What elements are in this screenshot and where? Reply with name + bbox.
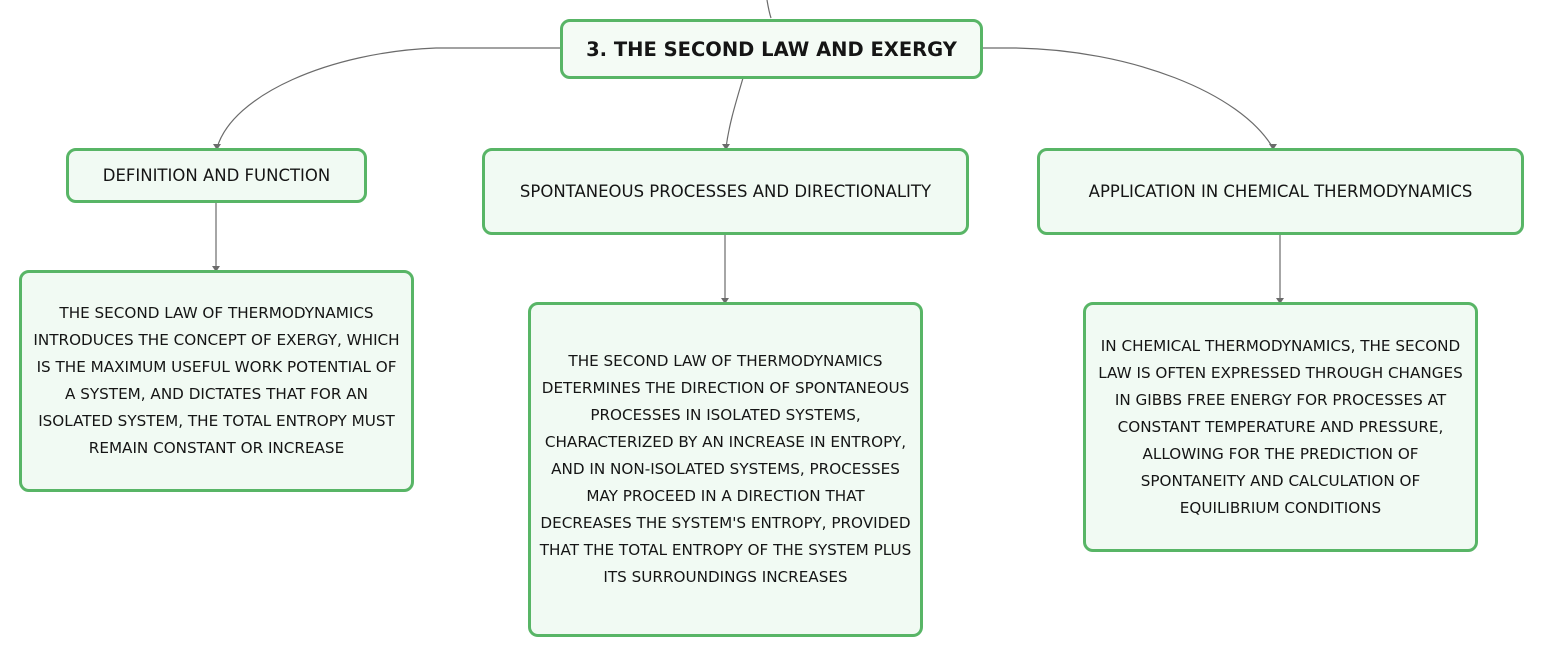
detail-node-definition[interactable]: THE SECOND LAW OF THERMODYNAMICS INTRODU… — [19, 270, 414, 492]
branch-node-definition[interactable]: DEFINITION AND FUNCTION — [66, 148, 367, 203]
connector-parent-to-root — [766, 0, 772, 19]
arrowhead-definition — [213, 144, 221, 150]
branch-label-spontaneous: SPONTANEOUS PROCESSES AND DIRECTIONALITY — [519, 182, 932, 201]
arrowhead-spontaneous — [722, 144, 730, 150]
connector-root-to-spontaneous — [725, 77, 744, 149]
detail-text-definition: THE SECOND LAW OF THERMODYNAMICS INTRODU… — [33, 304, 400, 457]
branch-node-spontaneous[interactable]: SPONTANEOUS PROCESSES AND DIRECTIONALITY — [482, 148, 969, 235]
arrowhead-spontaneous-detail — [721, 298, 729, 304]
branch-label-definition: DEFINITION AND FUNCTION — [102, 166, 331, 185]
detail-node-application[interactable]: IN CHEMICAL THERMODYNAMICS, THE SECOND L… — [1083, 302, 1478, 552]
detail-text-spontaneous: THE SECOND LAW OF THERMODYNAMICS DETERMI… — [539, 352, 912, 586]
detail-node-spontaneous[interactable]: THE SECOND LAW OF THERMODYNAMICS DETERMI… — [528, 302, 923, 637]
arrowhead-application-detail — [1276, 298, 1284, 304]
arrowhead-application — [1269, 144, 1277, 150]
connector-root-to-application — [982, 47, 1274, 149]
connector-root-to-definition — [216, 47, 561, 149]
root-topic-node[interactable]: 3. THE SECOND LAW AND EXERGY — [560, 19, 983, 79]
root-topic-label: 3. THE SECOND LAW AND EXERGY — [586, 37, 957, 61]
arrowhead-definition-detail — [212, 266, 220, 272]
branch-label-application: APPLICATION IN CHEMICAL THERMODYNAMICS — [1088, 182, 1473, 201]
branch-node-application[interactable]: APPLICATION IN CHEMICAL THERMODYNAMICS — [1037, 148, 1524, 235]
detail-text-application: IN CHEMICAL THERMODYNAMICS, THE SECOND L… — [1098, 336, 1463, 517]
